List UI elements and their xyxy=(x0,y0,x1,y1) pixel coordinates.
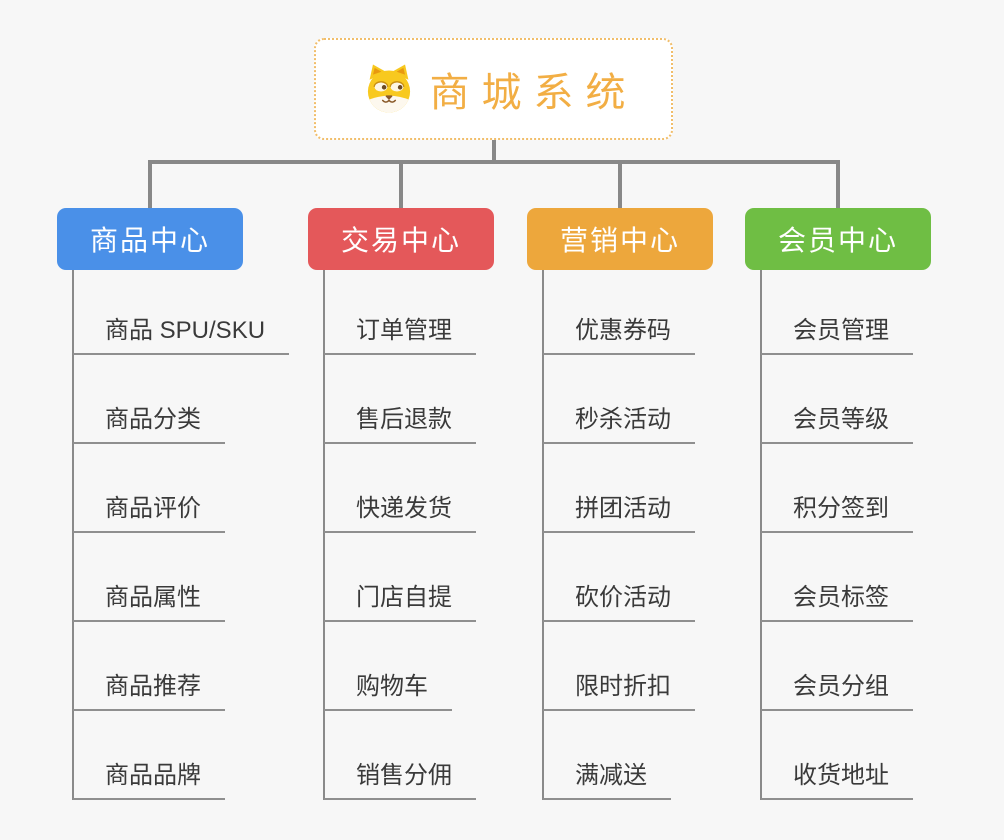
dog-face-icon xyxy=(362,62,416,116)
leaf-node[interactable]: 售后退款 xyxy=(324,399,476,444)
leaf-node[interactable]: 秒杀活动 xyxy=(543,399,695,444)
leaf-node[interactable]: 商品推荐 xyxy=(73,666,225,711)
leaf-node[interactable]: 收货地址 xyxy=(761,755,913,800)
leaf-node[interactable]: 快递发货 xyxy=(324,488,476,533)
branch-node-3[interactable]: 营销中心 xyxy=(527,208,713,270)
branch-node-4[interactable]: 会员中心 xyxy=(745,208,931,270)
root-title: 商城系统 xyxy=(429,71,638,115)
leaf-node[interactable]: 会员分组 xyxy=(761,666,913,711)
leaf-node[interactable]: 门店自提 xyxy=(324,577,476,622)
leaf-node[interactable]: 商品 SPU/SKU xyxy=(73,310,290,355)
leaf-node[interactable]: 拼团活动 xyxy=(543,488,695,533)
leaf-node[interactable]: 满减送 xyxy=(543,755,671,800)
leaf-node[interactable]: 会员等级 xyxy=(761,399,913,444)
branch-node-2[interactable]: 交易中心 xyxy=(308,208,494,270)
leaf-node[interactable]: 商品属性 xyxy=(73,577,225,622)
branch-node-1[interactable]: 商品中心 xyxy=(57,208,243,270)
leaf-node[interactable]: 限时折扣 xyxy=(543,666,695,711)
leaf-node[interactable]: 优惠券码 xyxy=(543,310,695,355)
leaf-node[interactable]: 订单管理 xyxy=(324,310,476,355)
leaf-node[interactable]: 会员标签 xyxy=(761,577,913,622)
root-node[interactable]: 商城系统 xyxy=(314,38,673,140)
leaf-node[interactable]: 积分签到 xyxy=(761,488,913,533)
leaf-node[interactable]: 商品品牌 xyxy=(73,755,225,800)
leaf-node[interactable]: 砍价活动 xyxy=(543,577,695,622)
leaf-node[interactable]: 购物车 xyxy=(324,666,452,711)
leaf-node[interactable]: 商品分类 xyxy=(73,399,225,444)
leaf-node[interactable]: 销售分佣 xyxy=(324,755,476,800)
leaf-node[interactable]: 商品评价 xyxy=(73,488,225,533)
leaf-node[interactable]: 会员管理 xyxy=(761,310,913,355)
